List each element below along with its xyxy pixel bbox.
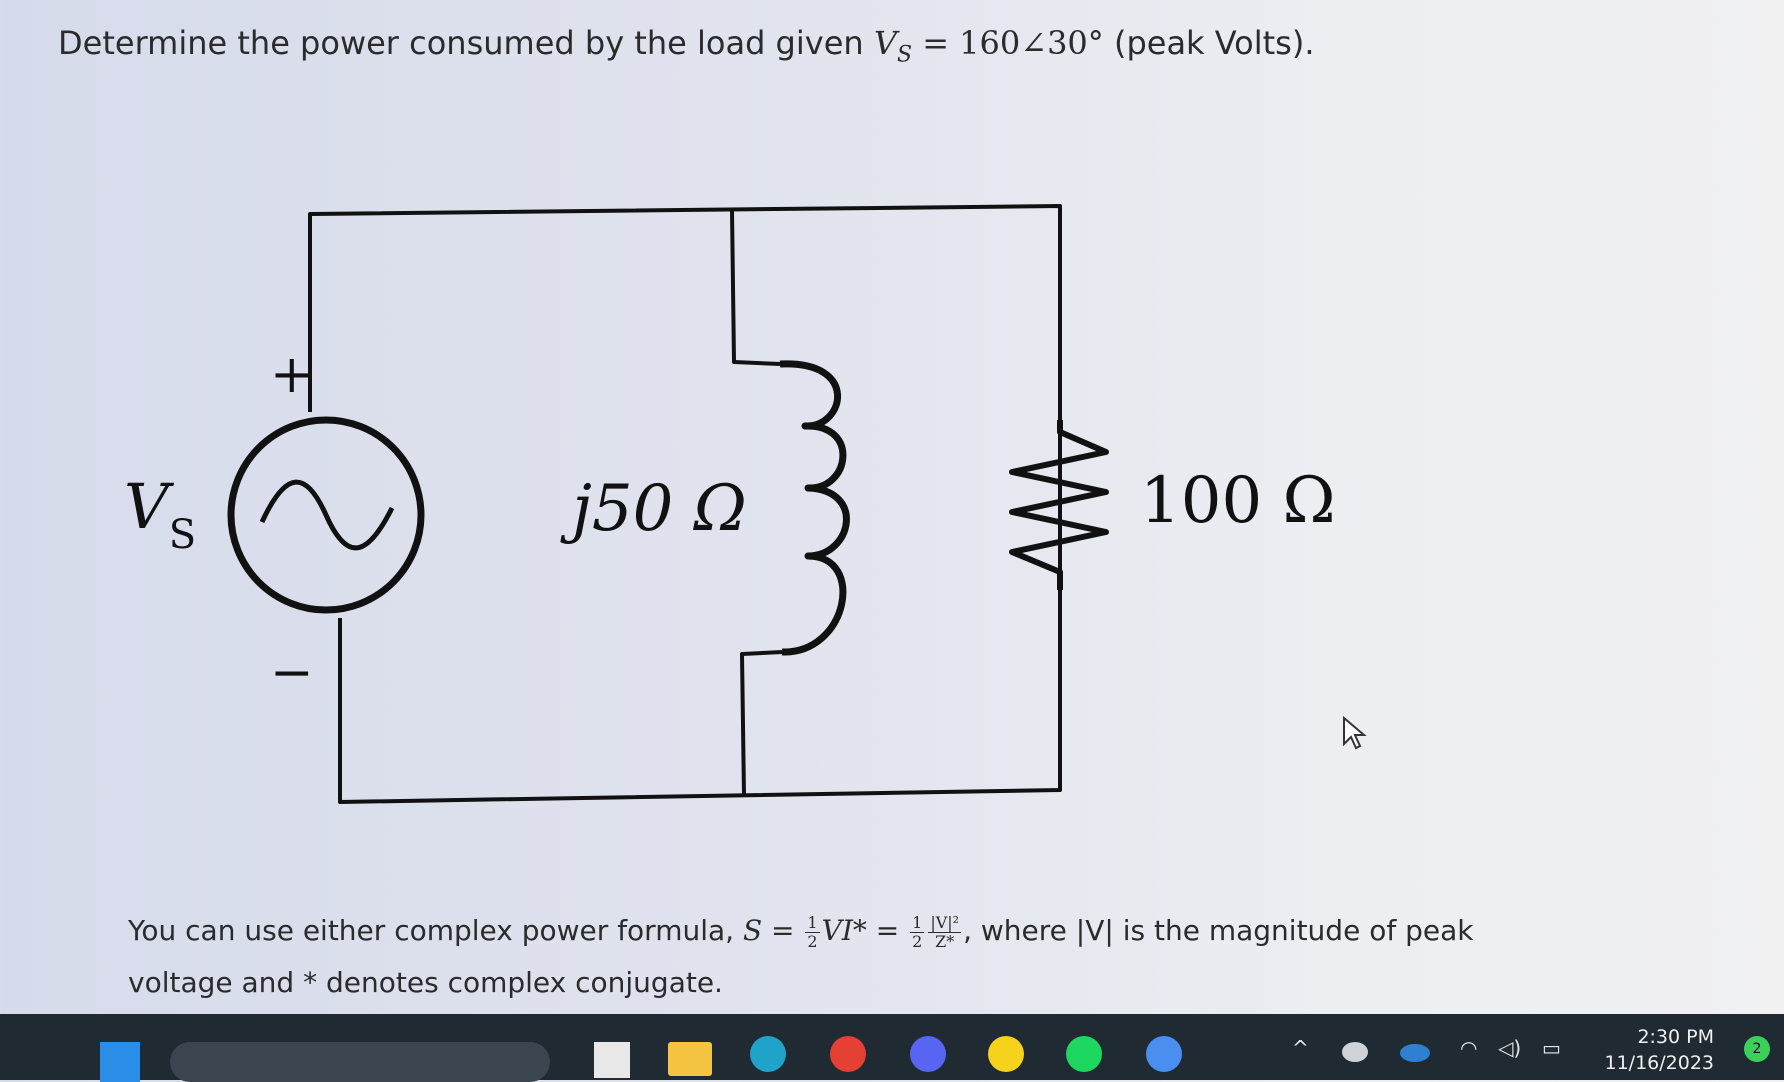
edge-icon[interactable] [750,1036,786,1072]
task-view-icon[interactable] [594,1042,630,1078]
mouse-cursor-icon [1343,716,1367,750]
left-wire [308,204,1062,804]
ac-source-icon [227,416,425,614]
hint-text: You can use either complex power formula… [128,905,1473,1009]
windows-start-icon[interactable] [100,1042,140,1082]
sine-wave-icon [259,479,395,551]
plus-sign: + [270,345,314,405]
chrome-profile-icon[interactable] [1146,1036,1182,1072]
source-label: VS [124,470,196,558]
spotify-icon[interactable] [1066,1036,1102,1072]
inductor-coil-icon [779,360,850,656]
file-explorer-icon[interactable] [668,1042,712,1076]
minus-sign: − [270,643,314,703]
resistor-label: 100 Ω [1140,464,1336,538]
source-voltage-expression: VS = 160∠30° [873,24,1104,68]
battery-icon[interactable]: ▭ [1542,1036,1561,1060]
resistor-zigzag-icon [1009,420,1109,590]
circuit-diagram: + − VS j50 Ω 100 Ω [124,204,1336,804]
hint-line-2: voltage and * denotes complex conjugate. [128,966,723,999]
notification-badge[interactable]: 2 [1744,1036,1770,1062]
inductor-top-wire [730,209,781,366]
wifi-icon[interactable]: ◠ [1460,1036,1478,1060]
chrome-icon[interactable] [830,1036,866,1072]
clock-date: 11/16/2023 [1604,1052,1714,1074]
volume-icon[interactable]: ◁) [1498,1036,1522,1060]
onedrive-icon[interactable] [1400,1044,1430,1062]
question-text: Determine the power consumed by the load… [58,24,1315,68]
search-box[interactable] [170,1042,550,1082]
cloud-icon[interactable] [1342,1042,1368,1062]
discord-icon[interactable] [910,1036,946,1072]
clock-time: 2:30 PM [1637,1026,1714,1048]
inductor-bottom-wire [740,650,783,797]
snapchat-icon[interactable] [988,1036,1024,1072]
inductor-label: j50 Ω [560,472,747,546]
hint-line-1: You can use either complex power formula… [128,912,1474,951]
chevron-up-icon[interactable]: ^ [1292,1036,1309,1060]
system-clock[interactable]: 2:30 PM 11/16/2023 [1604,1024,1714,1076]
taskbar: ^ ◠ ◁) ▭ 2:30 PM 11/16/2023 2 [0,1014,1784,1082]
